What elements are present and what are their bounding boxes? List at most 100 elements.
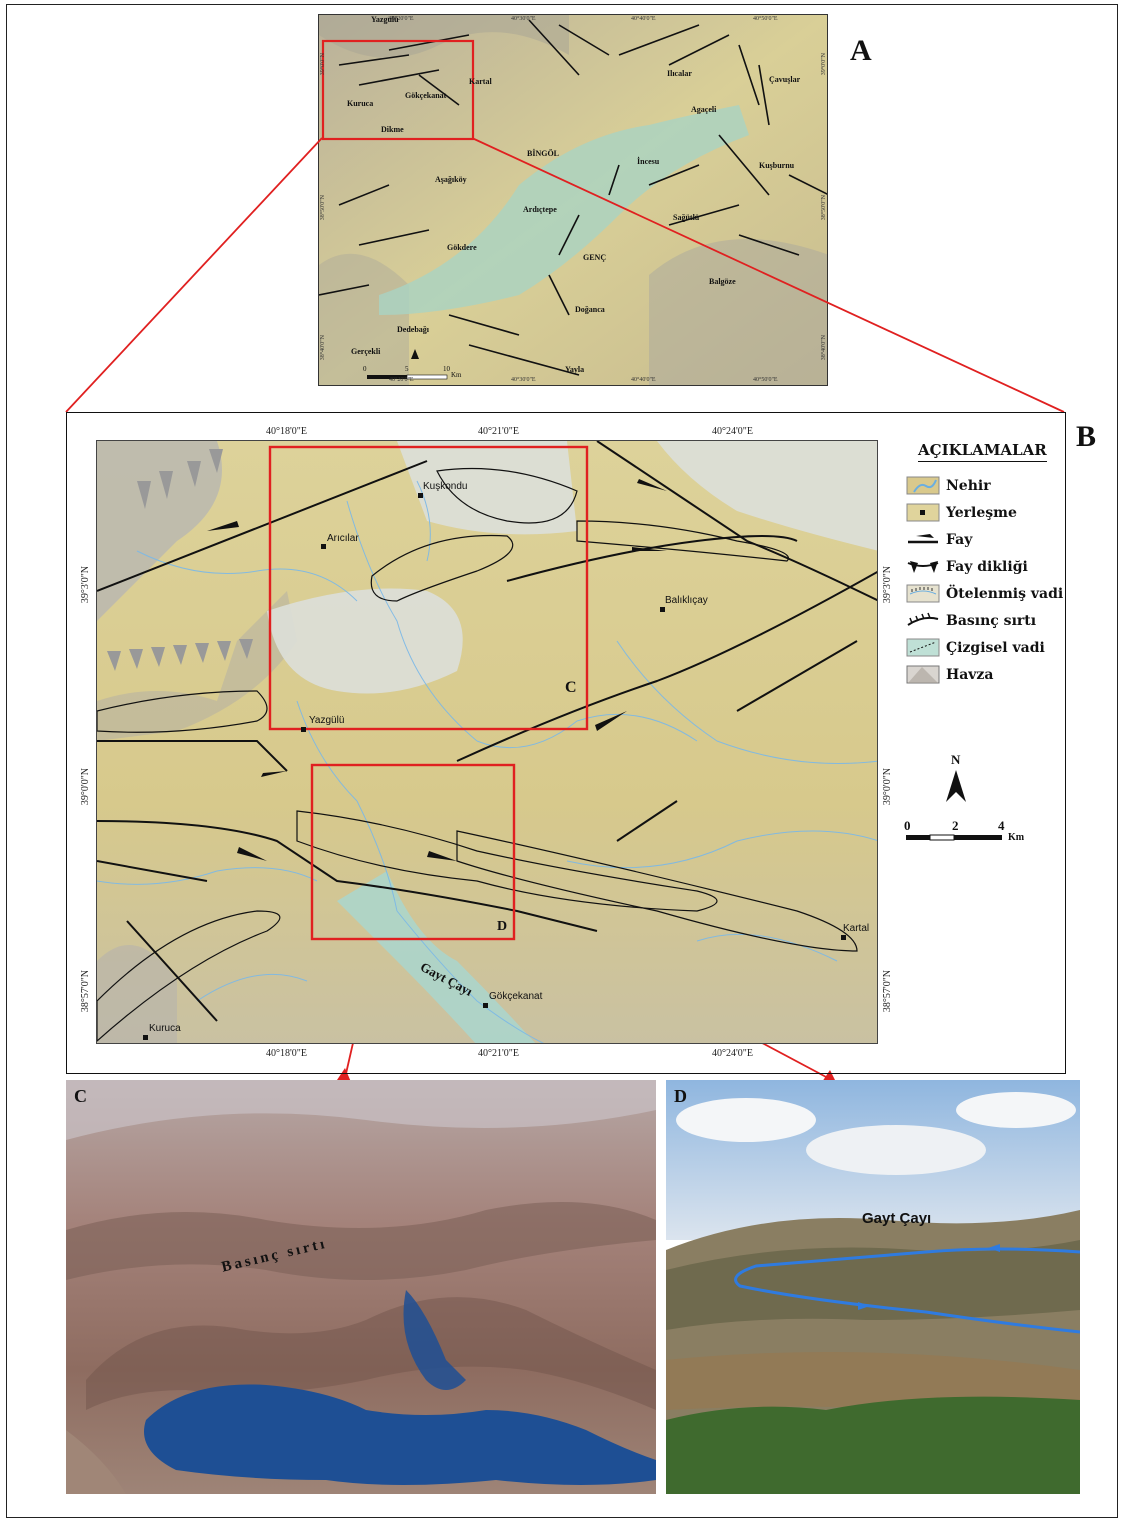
scale-b-unit: Km (1008, 832, 1025, 843)
legend-label: Ötelenmiş vadi (946, 585, 1064, 602)
map-b-top-coord: 40°21'0"E (478, 426, 519, 437)
map-a-top-coord: 40°30'0"E (511, 16, 536, 22)
map-a-town: Yazgülü (371, 15, 399, 24)
map-b-town: Gökçekanat (489, 991, 543, 1002)
map-a-town: Sağütlü (673, 213, 700, 222)
map-a-scale-label: 0 (363, 365, 367, 373)
legend-item: Fay (906, 526, 1066, 553)
legend-item: Nehir (906, 472, 1066, 499)
map-a-scale-unit: Km (451, 371, 462, 379)
map-a-bottom-coord: 40°20'0"E (389, 377, 414, 383)
basin-icon (906, 665, 940, 684)
map-b-bottom-coord: 40°24'0"E (712, 1048, 753, 1059)
photo-d-landscape (666, 1080, 1080, 1494)
map-b-town: Kartal (843, 923, 870, 934)
legend-label: Basınç sırtı (946, 612, 1037, 629)
detail-map: Kuşkondu Arıcılar Balıklıçay Yazgülü Gök… (96, 440, 878, 1044)
map-a-town: Aşağıköy (435, 175, 467, 184)
map-b-town: Balıklıçay (665, 595, 708, 606)
detail-map-frame (66, 412, 1066, 1074)
north-arrow-label: N (951, 752, 961, 767)
map-a-town: Doğanca (575, 305, 605, 314)
map-a-bottom-coord: 40°30'0"E (511, 377, 536, 383)
legend-item: Havza (906, 661, 1066, 688)
map-a-town: Agaçeli (691, 105, 717, 114)
linear-valley-icon (906, 638, 940, 657)
legend-item: Basınç sırtı (906, 607, 1066, 634)
scale-bar (906, 834, 1002, 841)
photo-c-aerial (66, 1080, 656, 1494)
map-b-left-coord: 38°57'0"N (80, 970, 91, 1013)
legend-label: Fay dikliği (946, 558, 1028, 575)
legend-title: AÇIKLAMALAR (918, 441, 1047, 462)
figure-frame (6, 4, 1118, 1518)
map-a-town: Ilıcalar (667, 69, 692, 78)
scale-b-label: 4 (998, 818, 1005, 833)
map-b-left-coord: 39°0'0"N (80, 768, 91, 806)
map-a-town: BİNGÖL (527, 149, 560, 158)
map-a-top-coord: 40°40'0"E (631, 16, 656, 22)
map-a-town: Yayla (565, 365, 585, 374)
map-b-box-c-label: C (565, 679, 577, 696)
legend-label: Havza (946, 666, 994, 683)
pressure-ridge-icon (907, 612, 939, 626)
map-a-town: Balgöze (709, 277, 736, 286)
legend-item: Ötelenmiş vadi (906, 580, 1066, 607)
map-a-town: Dikme (381, 125, 404, 134)
overview-map-terrain (319, 15, 827, 385)
legend-label: Yerleşme (946, 504, 1017, 521)
offset-valley-icon (906, 584, 940, 603)
map-b-town: Yazgülü (309, 715, 345, 726)
map-b-top-coord: 40°24'0"E (712, 426, 753, 437)
scale-b-label: 0 (904, 818, 911, 833)
legend-item: Yerleşme (906, 499, 1066, 526)
map-b-left-coord: 39°3'0"N (80, 566, 91, 604)
map-b-bottom-coord: 40°18'0"E (266, 1048, 307, 1059)
map-a-town: Kuruca (347, 99, 374, 108)
map-b-box-d-label: D (497, 919, 508, 934)
panel-letter-a: A (850, 34, 872, 67)
photo-d-label: D (674, 1086, 687, 1106)
settlement-icon (906, 503, 940, 522)
map-a-bottom-coord: 40°50'0"E (753, 377, 778, 383)
map-a-scale-label: 10 (443, 365, 450, 373)
map-a-town: İncesu (637, 157, 660, 166)
map-b-bottom-coord: 40°21'0"E (478, 1048, 519, 1059)
map-legend: AÇIKLAMALAR Nehir Yerleşme Fay Fay dikli… (906, 440, 1066, 688)
map-a-town: Gökçekanat (405, 91, 447, 100)
detail-map-terrain (97, 441, 877, 1043)
legend-label: Nehir (946, 477, 991, 494)
map-a-town: Gökdere (447, 243, 477, 252)
map-b-right-coord: 38°57'0"N (882, 970, 893, 1013)
fault-icon (908, 534, 938, 544)
photo-c-label: C (74, 1086, 87, 1106)
legend-label: Fay (946, 531, 973, 548)
legend-label: Çizgisel vadi (946, 639, 1045, 656)
overview-map: 40°20'0"E 40°30'0"E 40°40'0"E 40°50'0"E … (318, 14, 828, 386)
photo-d: D Gayt Çayı (666, 1080, 1080, 1494)
map-a-scale-label: 5 (405, 365, 409, 373)
map-b-right-coord: 39°0'0"N (882, 768, 893, 806)
map-b-town: Arıcılar (327, 533, 359, 544)
map-b-top-coord: 40°18'0"E (266, 426, 307, 437)
map-a-town: Gerçekli (351, 347, 381, 356)
legend-item: Çizgisel vadi (906, 634, 1066, 661)
photo-d-caption: Gayt Çayı (862, 1210, 932, 1227)
map-b-right-coord: 39°3'0"N (882, 566, 893, 604)
legend-item: Fay dikliği (906, 553, 1066, 580)
map-b-town: Kuşkondu (423, 481, 468, 492)
map-a-town: Çavuşlar (769, 75, 801, 84)
map-a-town: Kuşburnu (759, 161, 795, 170)
north-arrow-icon (946, 770, 966, 802)
map-a-town: Dedebağı (397, 325, 429, 334)
panel-letter-b: B (1076, 420, 1097, 453)
fault-scarp-icon (907, 561, 939, 573)
map-b-town: Kuruca (149, 1023, 181, 1034)
scale-b-label: 2 (952, 818, 959, 833)
map-a-town: Kartal (469, 77, 492, 86)
map-a-town: Ardıçtepe (523, 205, 557, 214)
map-a-top-coord: 40°50'0"E (753, 16, 778, 22)
map-a-town: GENÇ (583, 253, 607, 262)
map-a-bottom-coord: 40°40'0"E (631, 377, 656, 383)
river-icon (906, 476, 940, 495)
